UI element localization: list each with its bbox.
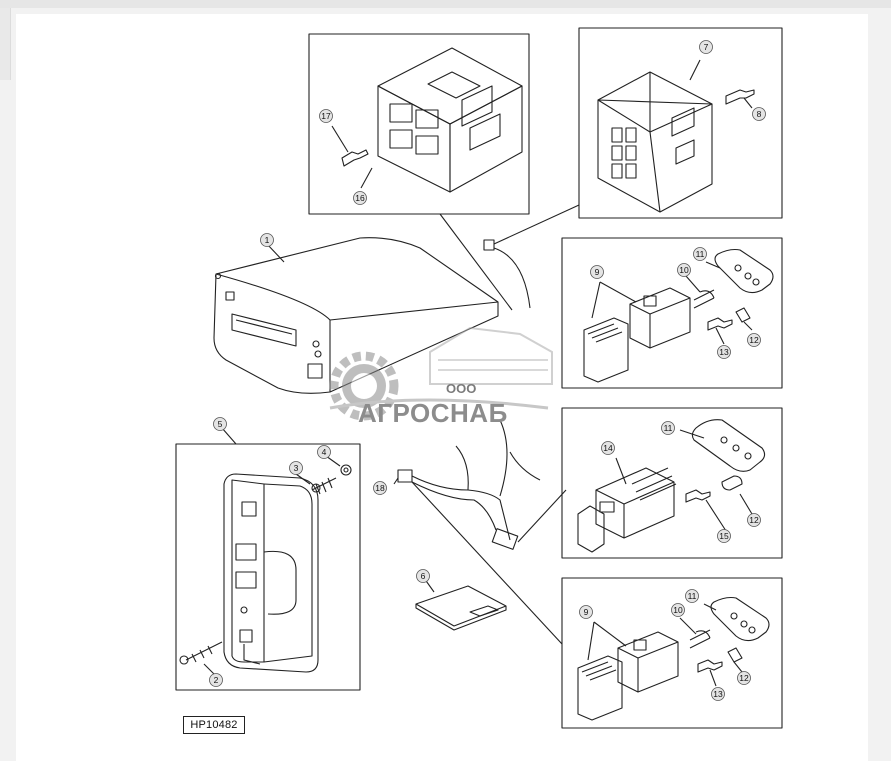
callout-4: 4	[322, 447, 327, 457]
top-bar	[0, 0, 891, 8]
callout-17: 17	[321, 111, 331, 121]
callout-9a: 9	[595, 267, 600, 277]
callout-10a: 10	[679, 265, 689, 275]
figure-code-label: HP10482	[183, 716, 245, 734]
callout-11b: 11	[664, 423, 673, 433]
watermark-prefix: ООО	[446, 381, 476, 396]
callout-6: 6	[421, 571, 426, 581]
callout-16: 16	[355, 193, 365, 203]
callout-13c: 13	[713, 689, 723, 699]
operator-manual	[415, 585, 507, 627]
callout-12c: 12	[739, 673, 749, 683]
detail-box-connector-14	[561, 407, 783, 559]
detail-box-connector-7	[578, 27, 783, 219]
callout-12a: 12	[749, 335, 759, 345]
callout-15: 15	[719, 531, 729, 541]
callout-7: 7	[704, 42, 709, 52]
callout-11c: 11	[688, 591, 697, 601]
detail-box-connector-9a	[561, 237, 783, 389]
callout-13a: 13	[719, 347, 729, 357]
callout-11a: 11	[696, 249, 705, 259]
watermark-logo	[329, 326, 553, 421]
detail-box-bracket	[175, 443, 361, 691]
callout-3: 3	[294, 463, 299, 473]
gear-icon	[329, 351, 399, 421]
callout-14: 14	[603, 443, 613, 453]
callout-2: 2	[214, 675, 219, 685]
callout-10b: 10	[673, 605, 683, 615]
main-controller-unit	[213, 237, 499, 394]
callout-9b: 9	[584, 607, 589, 617]
callout-8: 8	[757, 109, 762, 119]
callout-18: 18	[375, 483, 385, 493]
callout-12b: 12	[749, 515, 759, 525]
callout-5: 5	[218, 419, 223, 429]
detail-box-terminal-housing	[308, 33, 530, 215]
left-strip	[0, 8, 11, 80]
watermark-name: АГРОСНАБ	[358, 398, 508, 428]
callout-1: 1	[265, 235, 270, 245]
detail-box-connector-9b	[561, 577, 783, 729]
